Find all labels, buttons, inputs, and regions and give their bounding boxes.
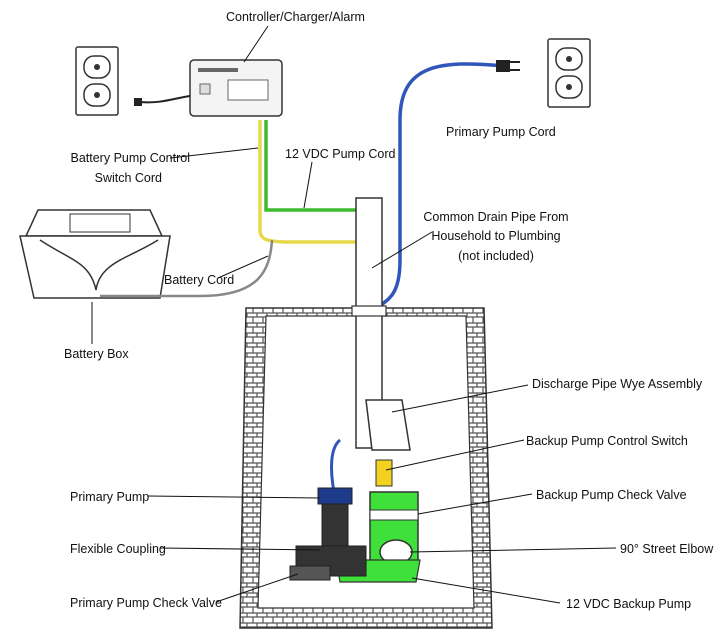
label-battery-control-cord-1: Battery Pump Control bbox=[71, 151, 191, 165]
label-vdc-pump-cord: 12 VDC Pump Cord bbox=[285, 147, 396, 161]
label-primary-pump-cord: Primary Pump Cord bbox=[446, 125, 556, 139]
label-common-drain-3: (not included) bbox=[458, 249, 534, 263]
label-common-drain-2: Household to Plumbing bbox=[431, 229, 560, 243]
label-primary-check-valve: Primary Pump Check Valve bbox=[70, 596, 222, 610]
label-wye-assembly: Discharge Pipe Wye Assembly bbox=[532, 377, 703, 391]
label-common-drain-1: Common Drain Pipe From bbox=[423, 210, 568, 224]
label-battery-box: Battery Box bbox=[64, 347, 129, 361]
wall-outlet-right bbox=[547, 38, 591, 108]
label-battery-control-cord-2: Switch Cord bbox=[95, 171, 162, 185]
label-battery-cord: Battery Cord bbox=[164, 273, 234, 287]
battery-box bbox=[19, 209, 171, 299]
leader-lines bbox=[91, 25, 617, 604]
label-backup-check-valve: Backup Pump Check Valve bbox=[536, 488, 687, 502]
label-controller: Controller/Charger/Alarm bbox=[226, 10, 365, 24]
label-flexible-coupling: Flexible Coupling bbox=[70, 542, 166, 556]
cords bbox=[100, 60, 520, 310]
labels: Controller/Charger/Alarm Battery Pump Co… bbox=[64, 10, 714, 611]
wall-outlet-left bbox=[75, 46, 119, 116]
controller-box bbox=[134, 59, 283, 117]
label-primary-pump: Primary Pump bbox=[70, 490, 149, 504]
primary-pump bbox=[289, 438, 367, 581]
label-backup-pump: 12 VDC Backup Pump bbox=[566, 597, 691, 611]
label-street-elbow: 90° Street Elbow bbox=[620, 542, 714, 556]
label-backup-switch: Backup Pump Control Switch bbox=[526, 434, 688, 448]
